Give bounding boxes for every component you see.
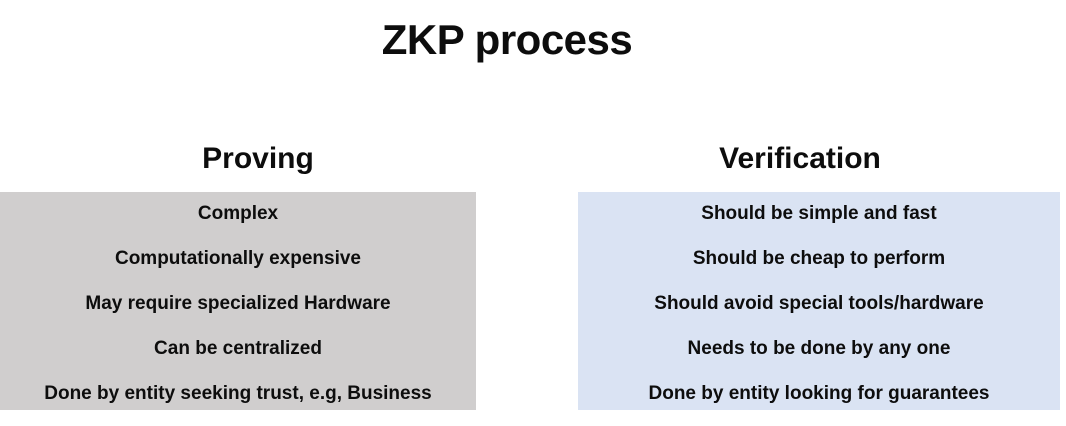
- slide-title: ZKP process: [381, 16, 633, 63]
- verification-item: Needs to be done by any one: [687, 338, 951, 360]
- proving-item: Complex: [197, 203, 279, 224]
- verification-panel: Should be simple and fast Should be chea…: [578, 192, 1060, 410]
- verification-item: Done by entity looking for guarantees: [648, 383, 990, 405]
- proving-panel: Complex Computationally expensive May re…: [0, 192, 476, 410]
- proving-item: Computationally expensive: [114, 248, 361, 270]
- proving-item: May require specialized Hardware: [85, 293, 391, 315]
- verification-item: Should be cheap to perform: [692, 248, 946, 270]
- proving-item: Can be centralized: [154, 338, 322, 360]
- proving-item: Done by entity seeking trust, e.g, Busin…: [44, 383, 432, 405]
- verification-column-header: Verification: [719, 142, 881, 175]
- proving-column-header: Proving: [202, 142, 314, 175]
- verification-item: Should avoid special tools/hardware: [654, 293, 984, 315]
- verification-item: Should be simple and fast: [701, 203, 937, 224]
